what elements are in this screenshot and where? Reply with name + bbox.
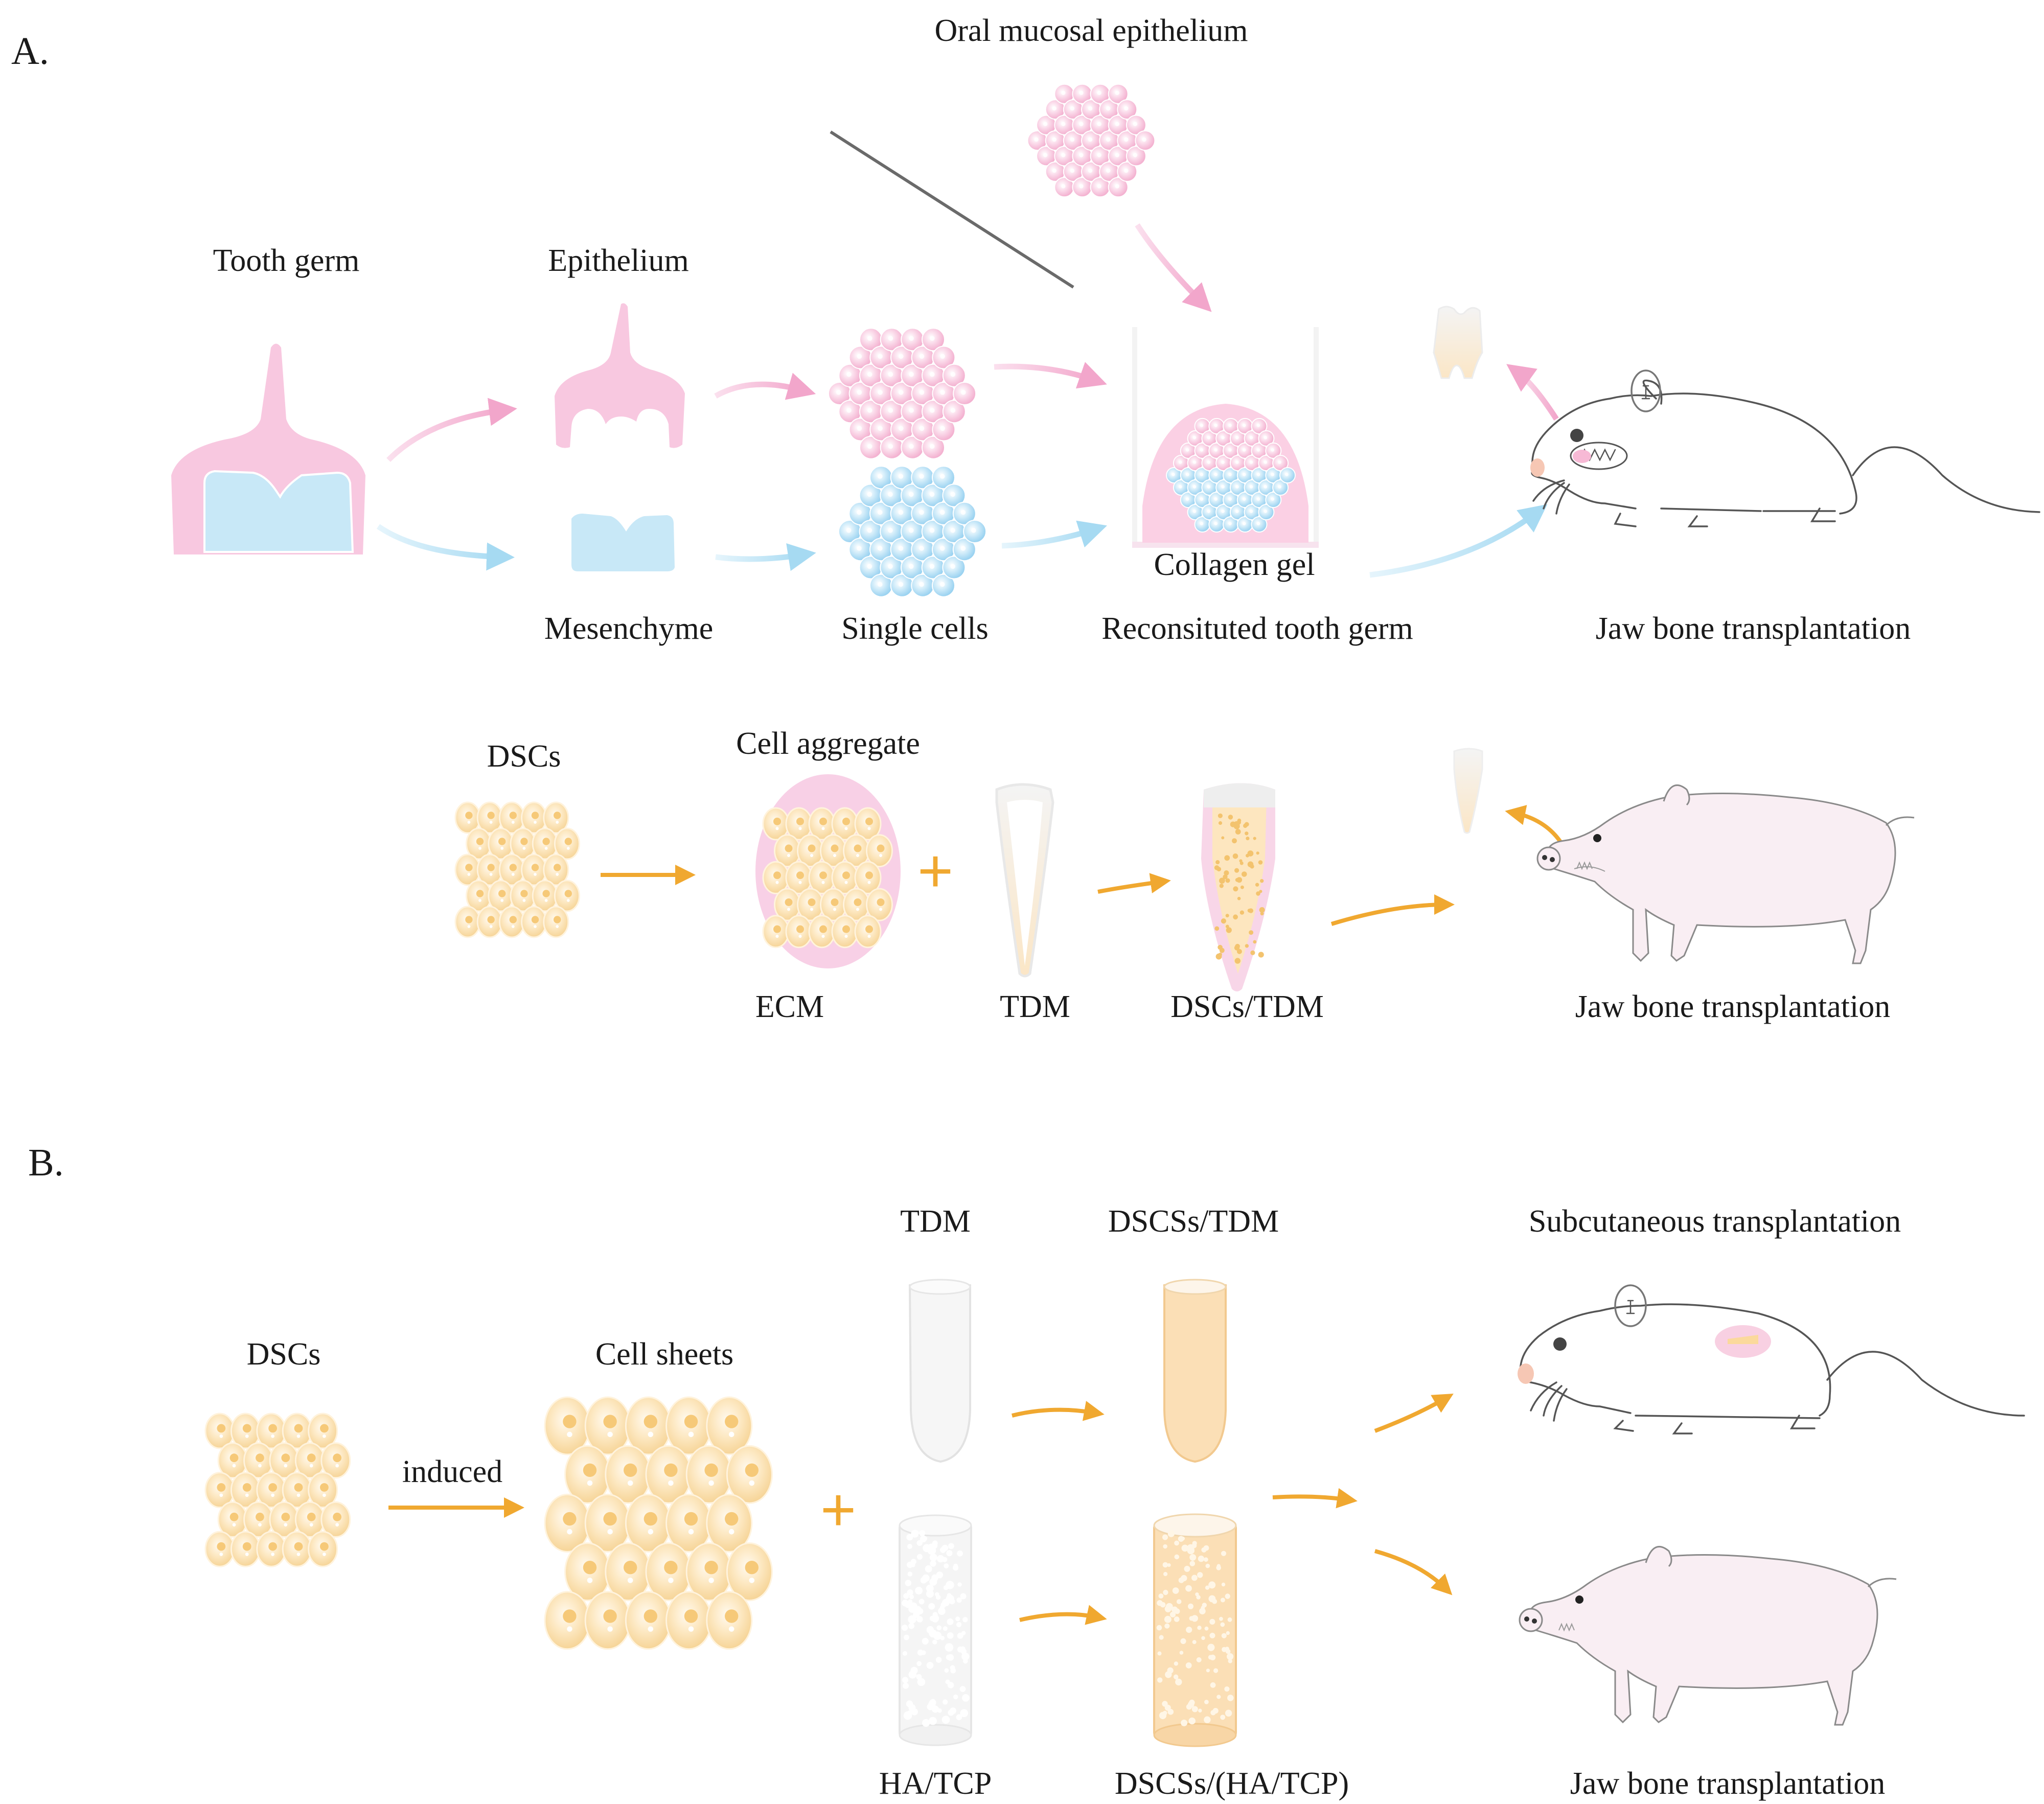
arrow-dscs-tdm-to-pig [1330,894,1455,926]
dscs-tdm-tooth [1201,783,1275,991]
label-tooth-germ: Tooth germ [213,243,360,278]
label-subcutaneous-transplantation: Subcutaneous transplantation [1529,1204,1901,1239]
arrow-epithelium-to-cells [714,373,816,400]
mouse-b-nose [1518,1363,1534,1384]
label-single-cells: Single cells [841,611,989,646]
subcutaneous-implant [1715,1325,1771,1358]
label-collagen-gel: Collagen gel [1154,547,1315,582]
regenerated-tooth-icon [1433,306,1483,379]
plus-sign-a: + [917,837,953,905]
label-jaw-bone-transplantation-a1: Jaw bone transplantation [1596,611,1911,646]
mouse-eye [1570,429,1583,442]
label-oral-mucosal-epithelium: Oral mucosal epithelium [935,13,1248,48]
label-reconstituted-tooth-germ: Reconsituted tooth germ [1101,611,1413,646]
label-ha-tcp: HA/TCP [879,1766,992,1801]
mouse-b-eye [1553,1337,1567,1351]
arrow-germ-to-mesenchyme [376,524,515,571]
label-mesenchyme: Mesenchyme [544,611,714,646]
label-jaw-bone-transplantation-b: Jaw bone transplantation [1570,1766,1885,1801]
dscss-tdm-tooth [1163,1279,1227,1463]
arrow-blue-cells-to-gel [1001,520,1107,549]
mesenchyme-illustration [571,514,675,571]
arrow-b-to-pig [1374,1549,1453,1595]
arrow-b-to-mouse [1374,1393,1454,1433]
ha-tcp-scaffold [899,1514,972,1746]
label-tdm-b: TDM [900,1204,971,1239]
arrow-hatcp-to-dscss-hatcp [1019,1605,1107,1625]
label-ecm: ECM [755,989,824,1024]
pig-jaw-illustration-a [1536,784,1915,964]
label-cell-sheets: Cell sheets [595,1337,733,1372]
dscs-cluster-a [454,801,580,938]
arrow-mouse-to-tooth [1506,364,1559,421]
label-epithelium: Epithelium [548,243,689,278]
panel-b-letter: B. [28,1141,64,1184]
cell-sheets-illustration [544,1396,773,1650]
label-dscss-tdm: DSCSs/TDM [1108,1204,1279,1239]
arrow-pink-cells-to-gel [994,362,1107,389]
divider-line [830,130,1074,289]
single-cells-pink-cluster [828,328,977,459]
mouse-subcutaneous-illustration [1519,1284,2025,1435]
arrow-gel-to-mouse [1369,504,1548,578]
panel-a-letter: A. [11,30,49,73]
arrow-oral-to-gel [1135,223,1212,312]
label-dscs-tdm: DSCs/TDM [1170,989,1324,1024]
label-tdm-a: TDM [1000,989,1070,1024]
label-dscs-b: DSCs [247,1337,321,1372]
mouse-implant [1573,450,1591,463]
collagen-gel-well [1132,327,1319,548]
label-jaw-bone-transplantation-a2: Jaw bone transplantation [1575,989,1890,1024]
tdm-tooth-b [908,1279,971,1463]
arrow-b-middle [1272,1488,1358,1509]
label-induced: induced [402,1454,502,1489]
mouse-nose [1530,458,1545,477]
small-tooth-a2 [1453,748,1483,834]
label-dscs-a: DSCs [487,739,561,774]
single-cells-blue-cluster [838,466,987,597]
dscs-cluster-b [204,1413,351,1567]
epithelium-illustration [555,303,685,448]
mouse-jaw-illustration [1531,369,2040,527]
arrow-tdm-to-dscs-tdm [1097,873,1171,894]
label-cell-aggregate: Cell aggregate [736,726,920,761]
arrow-tdm-to-dscss-tdm [1012,1401,1105,1421]
tooth-germ-illustration [171,343,365,554]
arrow-germ-to-epithelium [386,398,517,462]
tdm-tooth-a [995,783,1054,978]
dscss-ha-tcp-scaffold [1153,1513,1237,1747]
pig-jaw-illustration-b [1519,1545,1897,1726]
cell-aggregate-illustration [755,774,901,968]
oral-mucosal-cells-cluster [1027,83,1156,198]
plus-sign-b: + [820,1475,856,1544]
label-dscss-ha-tcp: DSCSs/(HA/TCP) [1115,1766,1349,1801]
arrow-mesenchyme-to-cells [715,543,816,571]
